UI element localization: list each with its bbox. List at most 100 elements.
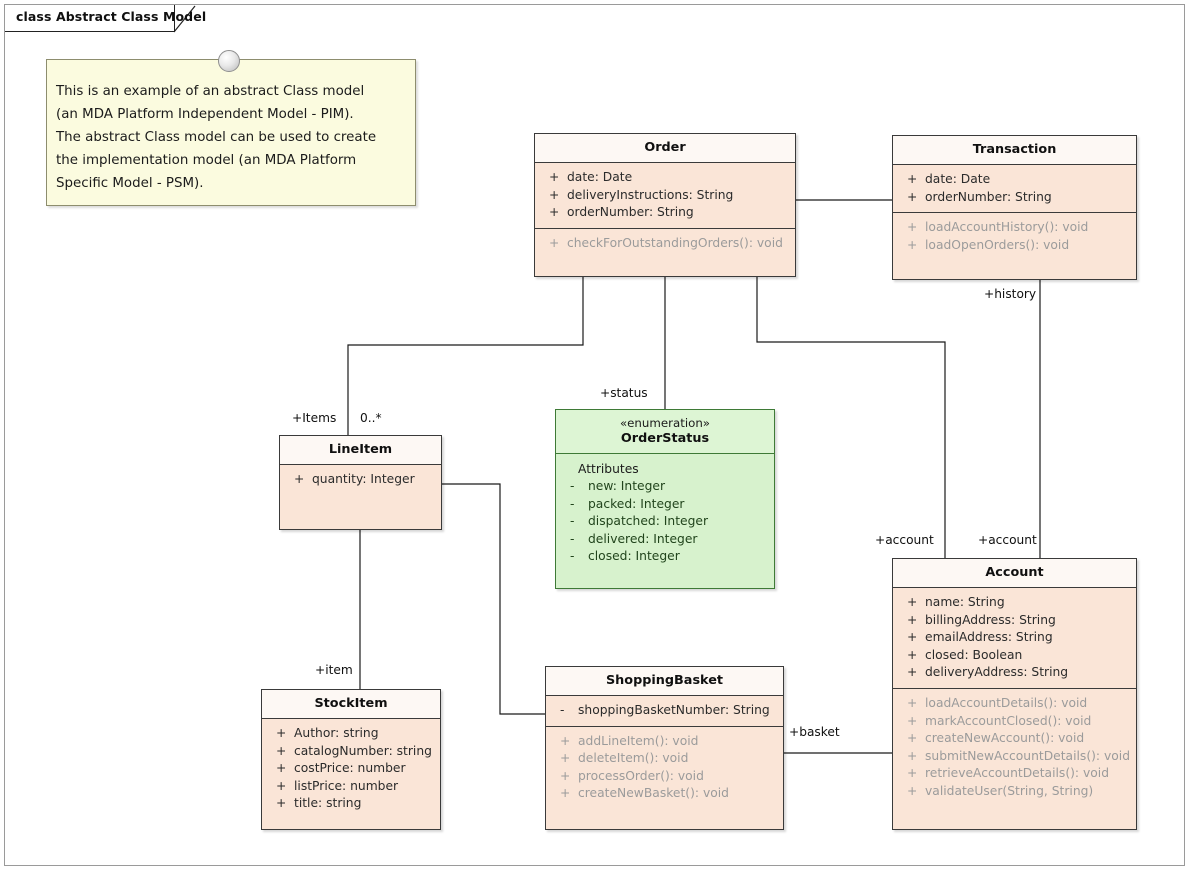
attribute-row: + billingAddress: String: [897, 612, 1132, 630]
attribute-text: deliveryInstructions: String: [567, 187, 734, 202]
connector-label-account-role-order: +account: [873, 533, 936, 547]
visibility-marker: +: [560, 751, 571, 766]
visibility-marker: -: [570, 514, 575, 529]
class-name-orderstatus: OrderStatus: [620, 431, 710, 446]
operation-row: + markAccountClosed(): void: [897, 713, 1132, 731]
stereotype-label: «enumeration»: [619, 416, 711, 430]
attribute-row: + listPrice: number: [266, 778, 436, 796]
visibility-marker: +: [907, 783, 918, 798]
operation-row: + createNewBasket(): void: [550, 785, 779, 803]
visibility-marker: +: [907, 220, 918, 235]
visibility-marker: +: [907, 595, 918, 609]
attribute-text: dispatched: Integer: [588, 514, 709, 529]
attribute-row: - closed: Integer: [560, 548, 770, 566]
visibility-marker: +: [907, 731, 918, 746]
operation-row: + loadAccountHistory(): void: [897, 219, 1132, 237]
attribute-row: + costPrice: number: [266, 760, 436, 778]
visibility-marker: +: [907, 766, 918, 781]
attribute-text: orderNumber: String: [925, 189, 1052, 204]
visibility-marker: +: [907, 695, 918, 710]
operation-row: + checkForOutstandingOrders(): void: [539, 235, 791, 253]
attribute-row: + name: String: [897, 594, 1132, 612]
class-box-transaction[interactable]: Transaction + date: Date + orderNumber: …: [892, 135, 1137, 280]
visibility-marker: +: [907, 172, 918, 186]
operation-text: loadOpenOrders(): void: [925, 237, 1070, 252]
operation-row: + loadOpenOrders(): void: [897, 237, 1132, 255]
visibility-marker: +: [549, 205, 560, 220]
class-box-stockitem[interactable]: StockItem + Author: string + catalogNumb…: [261, 689, 441, 830]
connector-label-status-role: +status: [598, 386, 650, 400]
diagram-frame-tab-slant-icon: [173, 5, 196, 33]
attribute-row: + emailAddress: String: [897, 629, 1132, 647]
operation-text: addLineItem(): void: [578, 733, 699, 748]
operation-row: + createNewAccount(): void: [897, 730, 1132, 748]
attributes-compartment-shoppingbasket: - shoppingBasketNumber: String: [546, 696, 783, 726]
attribute-row: + date: Date: [897, 171, 1132, 189]
attribute-row: + catalogNumber: string: [266, 743, 436, 761]
attribute-text: date: Date: [567, 170, 633, 184]
operation-text: retrieveAccountDetails(): void: [925, 766, 1110, 781]
operation-text: processOrder(): void: [578, 768, 704, 783]
attribute-row: + Author: string: [266, 725, 436, 743]
visibility-marker: -: [570, 531, 575, 546]
attribute-text: orderNumber: String: [567, 205, 694, 220]
attribute-row: + deliveryAddress: String: [897, 664, 1132, 682]
visibility-marker: +: [276, 796, 287, 811]
visibility-marker: -: [560, 703, 565, 717]
attributes-compartment-stockitem: + Author: string + catalogNumber: string…: [262, 719, 440, 819]
class-box-shoppingbasket[interactable]: ShoppingBasket - shoppingBasketNumber: S…: [545, 666, 784, 830]
diagram-frame-tab: class Abstract Class Model: [5, 5, 206, 33]
class-box-lineitem[interactable]: LineItem + quantity: Integer: [279, 435, 442, 530]
note-box: This is an example of an abstract Class …: [46, 59, 416, 206]
operation-row: + loadAccountDetails(): void: [897, 695, 1132, 713]
attribute-text: closed: Integer: [588, 549, 680, 564]
attribute-text: title: string: [294, 796, 362, 811]
attribute-text: Author: string: [294, 726, 379, 740]
diagram-frame-tab-body: [5, 5, 175, 32]
class-header-orderstatus: «enumeration» OrderStatus: [556, 410, 774, 454]
visibility-marker: +: [549, 235, 560, 250]
attribute-row: + orderNumber: String: [897, 189, 1132, 207]
attribute-text: listPrice: number: [294, 778, 399, 793]
attribute-text: billingAddress: String: [925, 612, 1056, 627]
operations-compartment-transaction: + loadAccountHistory(): void + loadOpenO…: [893, 212, 1136, 260]
attributes-compartment-transaction: + date: Date + orderNumber: String: [893, 165, 1136, 212]
visibility-marker: -: [570, 549, 575, 564]
attribute-text: shoppingBasketNumber: String: [578, 703, 770, 717]
operation-row: + processOrder(): void: [550, 768, 779, 786]
class-name-order: Order: [535, 134, 795, 163]
visibility-marker: +: [276, 726, 287, 740]
attributes-compartment-account: + name: String + billingAddress: String …: [893, 588, 1136, 688]
attributes-compartment-lineitem: + quantity: Integer: [280, 465, 441, 495]
visibility-marker: +: [560, 786, 571, 801]
connector-label-item-role: +item: [313, 663, 355, 677]
operation-row: + retrieveAccountDetails(): void: [897, 765, 1132, 783]
operation-row: + submitNewAccountDetails(): void: [897, 748, 1132, 766]
operation-text: loadAccountDetails(): void: [925, 695, 1088, 710]
visibility-marker: -: [570, 496, 575, 511]
operation-text: validateUser(String, String): [925, 783, 1094, 798]
attribute-row: + deliveryInstructions: String: [539, 187, 791, 205]
attribute-text: new: Integer: [588, 479, 666, 493]
visibility-marker: +: [549, 187, 560, 202]
attribute-row: - delivered: Integer: [560, 531, 770, 549]
visibility-marker: +: [907, 713, 918, 728]
connector-label-history-role: +history: [982, 287, 1039, 301]
operation-text: createNewAccount(): void: [925, 731, 1085, 746]
class-box-order[interactable]: Order + date: Date + deliveryInstruction…: [534, 133, 796, 277]
class-name-transaction: Transaction: [893, 136, 1136, 165]
class-name-lineitem: LineItem: [280, 436, 441, 465]
operations-compartment-order: + checkForOutstandingOrders(): void: [535, 227, 795, 259]
class-box-orderstatus[interactable]: «enumeration» OrderStatus Attributes - n…: [555, 409, 775, 589]
attribute-row: - shoppingBasketNumber: String: [550, 702, 779, 720]
visibility-marker: +: [907, 630, 918, 645]
attribute-row: + quantity: Integer: [284, 471, 437, 489]
visibility-marker: +: [907, 237, 918, 252]
attribute-row: - dispatched: Integer: [560, 513, 770, 531]
class-name-stockitem: StockItem: [262, 690, 440, 719]
attribute-row: + title: string: [266, 795, 436, 813]
class-box-account[interactable]: Account + name: String + billingAddress:…: [892, 558, 1137, 830]
visibility-marker: +: [907, 665, 918, 680]
operations-compartment-shoppingbasket: + addLineItem(): void + deleteItem(): vo…: [546, 725, 783, 809]
